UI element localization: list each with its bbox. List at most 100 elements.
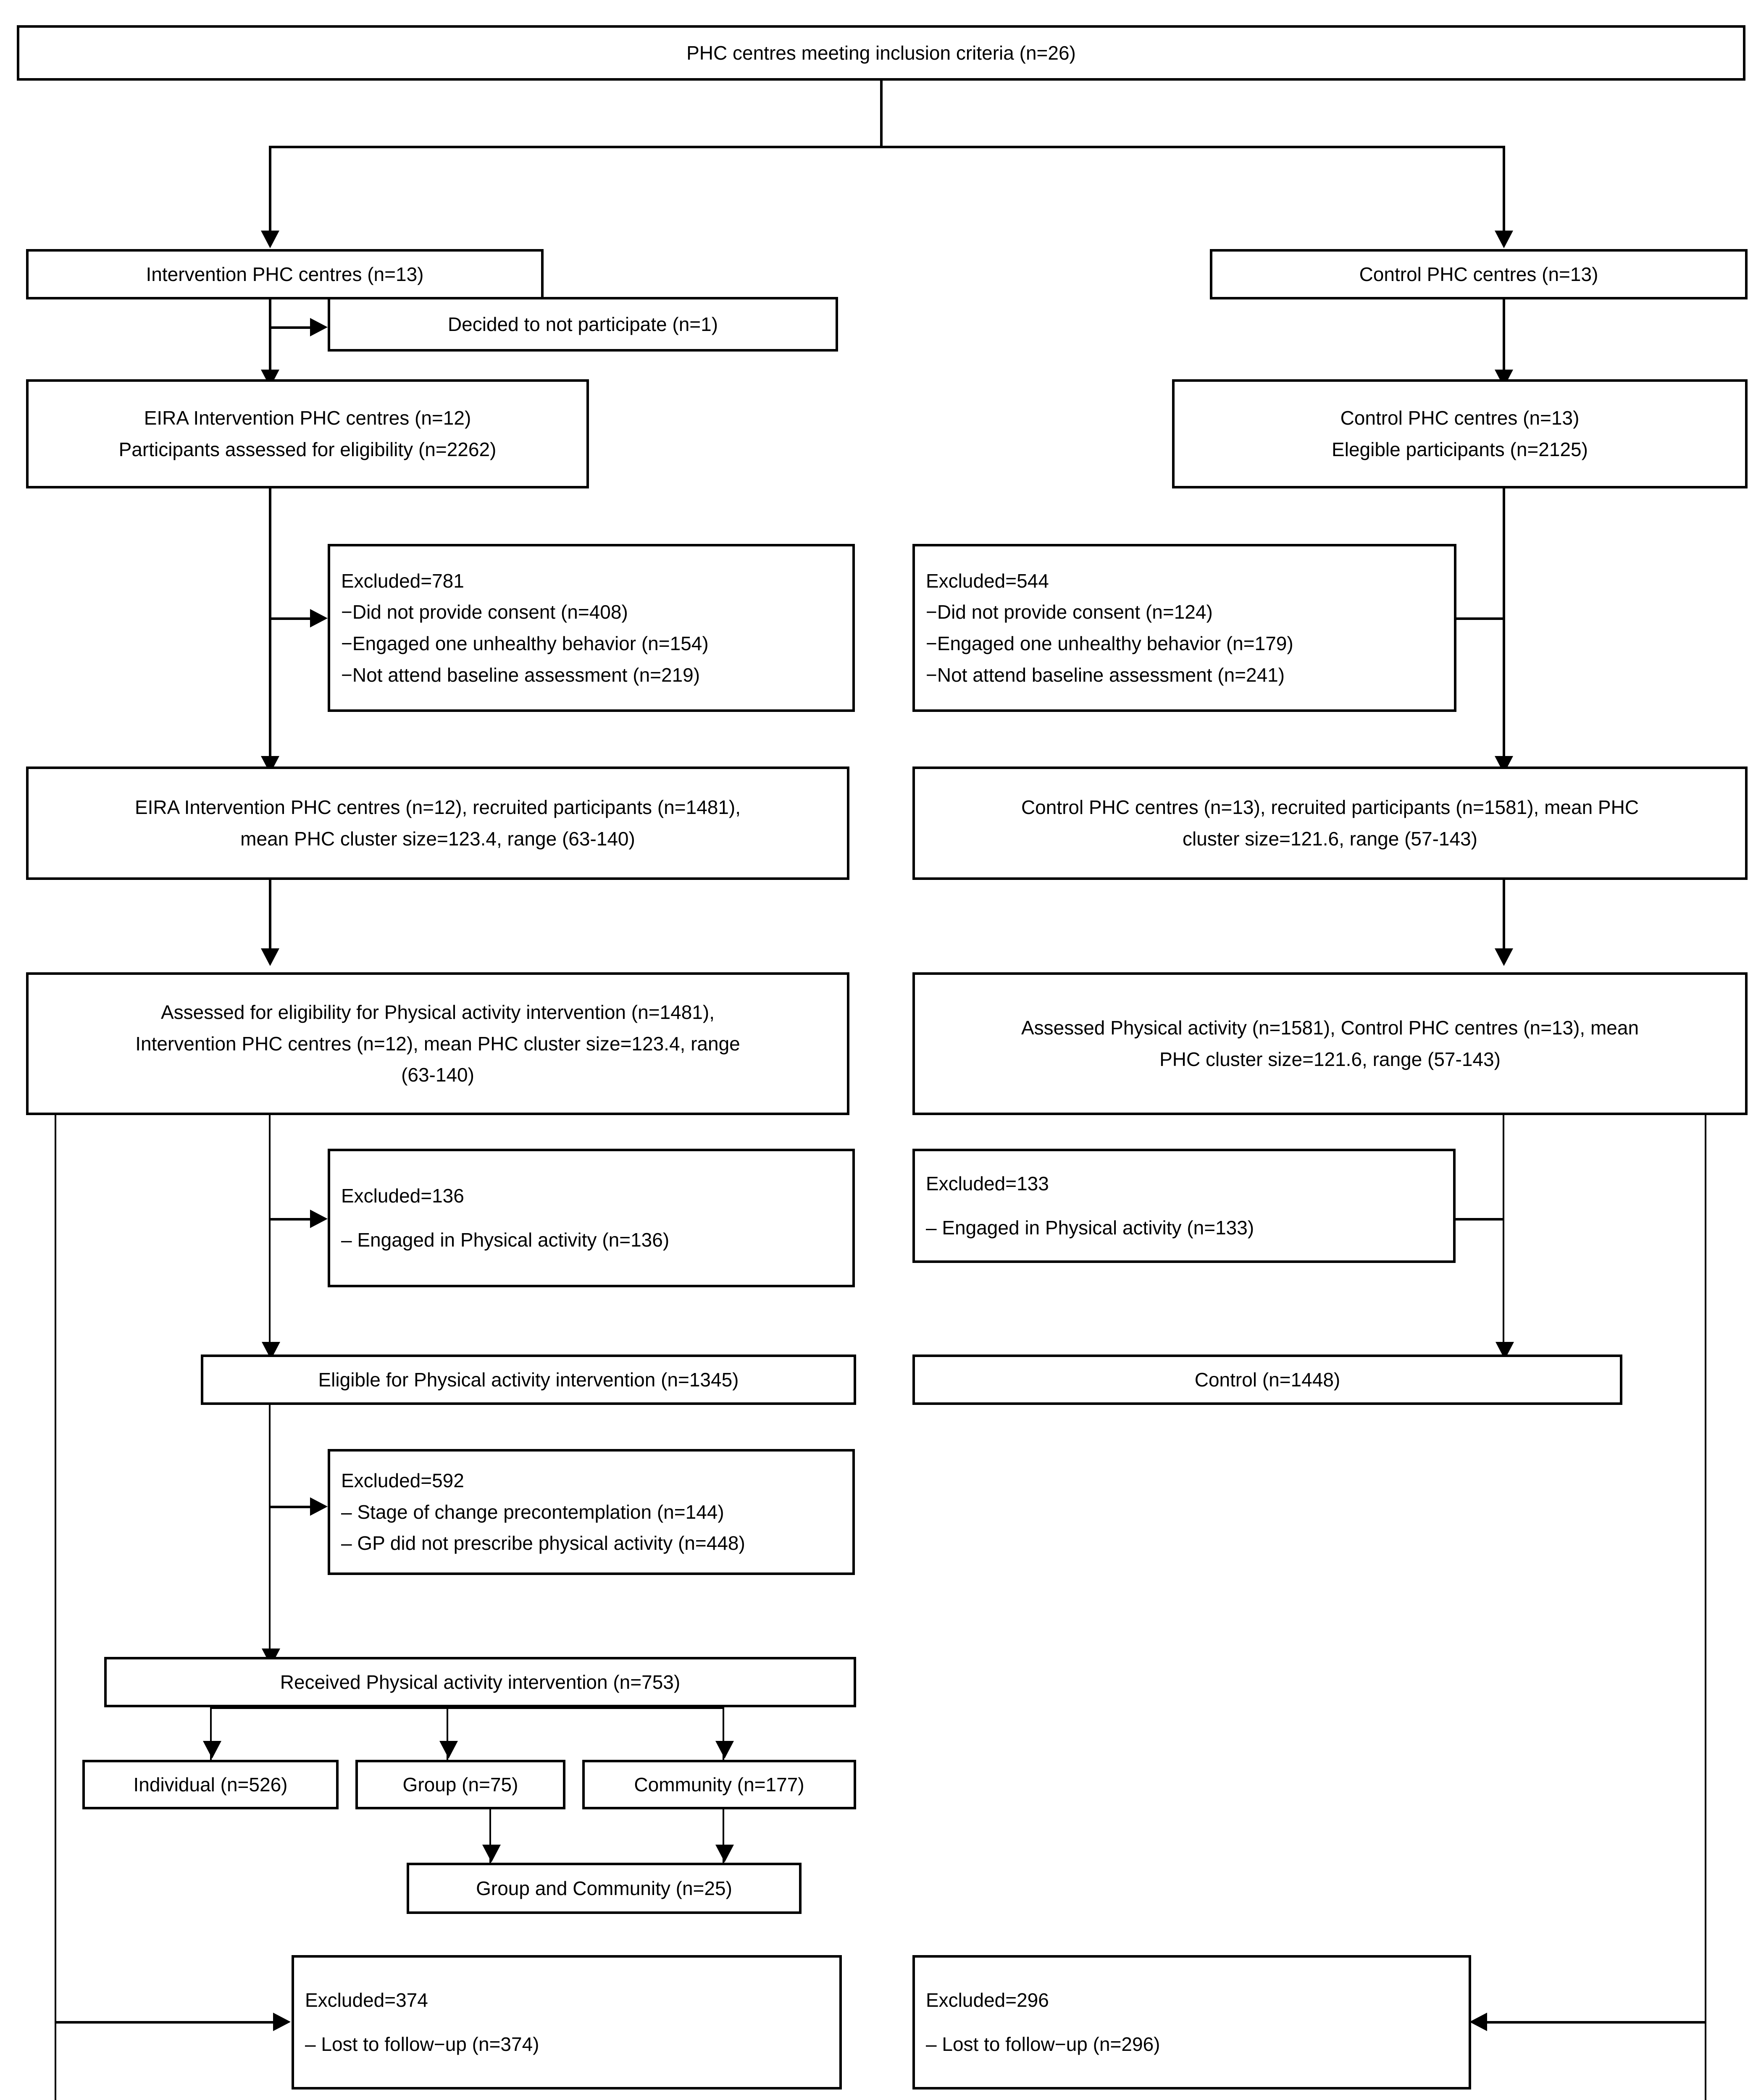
node-line-1: Control PHC centres (n=13), recruited pa… xyxy=(1021,796,1639,819)
arrowhead-to-community xyxy=(715,1741,734,1759)
excluded-heading: Excluded=544 xyxy=(926,570,1049,592)
excluded-heading: Excluded=781 xyxy=(341,570,464,592)
connector-to-group xyxy=(447,1707,448,1762)
connector-to-excluded-781 xyxy=(269,617,315,620)
connector-community-to-group-community xyxy=(723,1809,724,1864)
excluded-heading: Excluded=136 xyxy=(341,1185,464,1207)
node-line-1: Assessed for eligibility for Physical ac… xyxy=(161,1001,715,1024)
node-line-2: mean PHC cluster size=123.4, range (63-1… xyxy=(240,828,635,850)
connector-split-horizontal xyxy=(269,146,1504,148)
node-assessed-pa-intervention: Assessed for eligibility for Physical ac… xyxy=(26,972,849,1115)
node-label: Control (n=1448) xyxy=(1194,1368,1340,1391)
connector-right-drop xyxy=(1503,146,1505,234)
node-label: Community (n=177) xyxy=(634,1773,804,1796)
connector-control-recruited-to-assessed xyxy=(1503,880,1505,958)
node-control-eligible-participants: Control PHC centres (n=13) Elegible part… xyxy=(1172,379,1748,488)
arrowhead-group-to-group-community xyxy=(482,1845,501,1862)
excluded-item: −Did not provide consent (n=124) xyxy=(926,601,1213,623)
connector-itt-bypass-left xyxy=(55,1115,56,2100)
node-phc-centres-inclusion: PHC centres meeting inclusion criteria (… xyxy=(17,25,1745,81)
connector-to-excluded-133 xyxy=(1456,1218,1503,1221)
node-control-recruited: Control PHC centres (n=13), recruited pa… xyxy=(912,766,1748,880)
excluded-item: – Lost to follow−up (n=296) xyxy=(926,2033,1160,2055)
connector-group-to-group-community xyxy=(489,1809,491,1864)
excluded-item: – Stage of change precontemplation (n=14… xyxy=(341,1501,724,1523)
arrowhead-to-assessed-pa-intervention xyxy=(261,948,279,966)
node-group: Group (n=75) xyxy=(355,1760,565,1809)
connector-eira-to-recruited xyxy=(269,488,271,766)
node-intervention-phc-centres: Intervention PHC centres (n=13) xyxy=(26,249,544,299)
connector-control-eligible-to-recruited xyxy=(1503,488,1505,766)
node-label: Received Physical activity intervention … xyxy=(280,1671,681,1693)
node-control-1448: Control (n=1448) xyxy=(912,1354,1622,1405)
excluded-heading: Excluded=592 xyxy=(341,1470,464,1492)
node-label: Group and Community (n=25) xyxy=(476,1877,732,1899)
arrowhead-to-group xyxy=(439,1741,458,1759)
arrowhead-to-control-centres xyxy=(1495,231,1513,248)
node-assessed-pa-control: Assessed Physical activity (n=1581), Con… xyxy=(912,972,1748,1115)
excluded-item: – Engaged in Physical activity (n=133) xyxy=(926,1217,1254,1239)
arrowhead-to-excluded-136 xyxy=(310,1210,328,1228)
arrowhead-community-to-group-community xyxy=(715,1845,734,1862)
connector-eira-recruited-to-assessed xyxy=(269,880,271,958)
node-label: PHC centres meeting inclusion criteria (… xyxy=(686,42,1076,64)
node-label: Individual (n=526) xyxy=(133,1773,288,1796)
node-community: Community (n=177) xyxy=(582,1760,856,1809)
arrowhead-to-excluded-374 xyxy=(273,2013,291,2031)
connector-control-to-eligible xyxy=(1503,299,1505,379)
node-label: Control PHC centres (n=13) xyxy=(1359,263,1598,285)
arrowhead-to-decided-not-participate xyxy=(310,318,328,336)
node-group-and-community: Group and Community (n=25) xyxy=(407,1863,802,1914)
connector-received-fanout xyxy=(210,1707,723,1709)
connector-assessed-control-to-control1448 xyxy=(1503,1115,1504,1363)
node-excluded-592: Excluded=592 – Stage of change precontem… xyxy=(328,1449,855,1575)
node-line-2: cluster size=121.6, range (57-143) xyxy=(1183,828,1477,850)
node-excluded-136: Excluded=136 – Engaged in Physical activ… xyxy=(328,1149,855,1287)
arrowhead-to-individual xyxy=(203,1741,221,1759)
excluded-item: −Did not provide consent (n=408) xyxy=(341,601,628,623)
node-individual: Individual (n=526) xyxy=(82,1760,339,1809)
node-label: Decided to not participate (n=1) xyxy=(447,313,718,335)
node-decided-not-participate: Decided to not participate (n=1) xyxy=(328,297,838,352)
node-eira-recruited: EIRA Intervention PHC centres (n=12), re… xyxy=(26,766,849,880)
node-line-2: PHC cluster size=121.6, range (57-143) xyxy=(1159,1048,1501,1070)
connector-to-excluded-136 xyxy=(269,1218,315,1221)
node-line-1: EIRA Intervention PHC centres (n=12), re… xyxy=(134,796,741,819)
node-excluded-781: Excluded=781 −Did not provide consent (n… xyxy=(328,544,855,712)
node-line-2: Elegible participants (n=2125) xyxy=(1332,438,1588,460)
excluded-heading: Excluded=374 xyxy=(305,1989,428,2011)
node-eligible-pa-intervention: Eligible for Physical activity intervent… xyxy=(201,1354,856,1405)
excluded-item: −Not attend baseline assessment (n=219) xyxy=(341,664,700,686)
connector-left-drop xyxy=(269,146,271,234)
excluded-item: −Not attend baseline assessment (n=241) xyxy=(926,664,1285,686)
connector-to-excluded-592 xyxy=(269,1506,315,1508)
node-eira-assessed-eligibility: EIRA Intervention PHC centres (n=12) Par… xyxy=(26,379,589,488)
arrowhead-to-excluded-592 xyxy=(310,1497,328,1516)
connector-to-decided-not-participate xyxy=(269,326,315,329)
arrowhead-to-excluded-296 xyxy=(1469,2013,1487,2031)
node-label: Intervention PHC centres (n=13) xyxy=(146,263,424,285)
node-line-1: Assessed Physical activity (n=1581), Con… xyxy=(1021,1017,1639,1039)
node-control-phc-centres: Control PHC centres (n=13) xyxy=(1210,249,1748,299)
node-excluded-296: Excluded=296 – Lost to follow−up (n=296) xyxy=(912,1955,1471,2090)
excluded-item: −Engaged one unhealthy behavior (n=179) xyxy=(926,633,1293,654)
excluded-item: – Lost to follow−up (n=374) xyxy=(305,2033,539,2055)
connector-top-stem xyxy=(880,81,883,146)
excluded-item: – GP did not prescribe physical activity… xyxy=(341,1532,745,1554)
node-line-3: (63-140) xyxy=(401,1064,474,1086)
connector-eligible-to-received xyxy=(269,1405,271,1665)
connector-to-excluded-544 xyxy=(1456,617,1503,620)
connector-to-excluded-374 xyxy=(55,2021,278,2024)
node-excluded-133: Excluded=133 – Engaged in Physical activ… xyxy=(912,1149,1456,1263)
connector-to-community xyxy=(723,1707,724,1762)
node-label: Group (n=75) xyxy=(402,1773,518,1796)
excluded-item: −Engaged one unhealthy behavior (n=154) xyxy=(341,633,709,654)
node-line-2: Participants assessed for eligibility (n… xyxy=(118,438,497,460)
connector-to-individual xyxy=(210,1707,212,1762)
node-label: Eligible for Physical activity intervent… xyxy=(318,1368,739,1391)
excluded-heading: Excluded=133 xyxy=(926,1173,1049,1195)
node-excluded-374: Excluded=374 – Lost to follow−up (n=374) xyxy=(292,1955,842,2090)
arrowhead-to-excluded-781 xyxy=(310,609,328,627)
node-received-pa-intervention: Received Physical activity intervention … xyxy=(104,1657,856,1707)
excluded-heading: Excluded=296 xyxy=(926,1989,1049,2011)
